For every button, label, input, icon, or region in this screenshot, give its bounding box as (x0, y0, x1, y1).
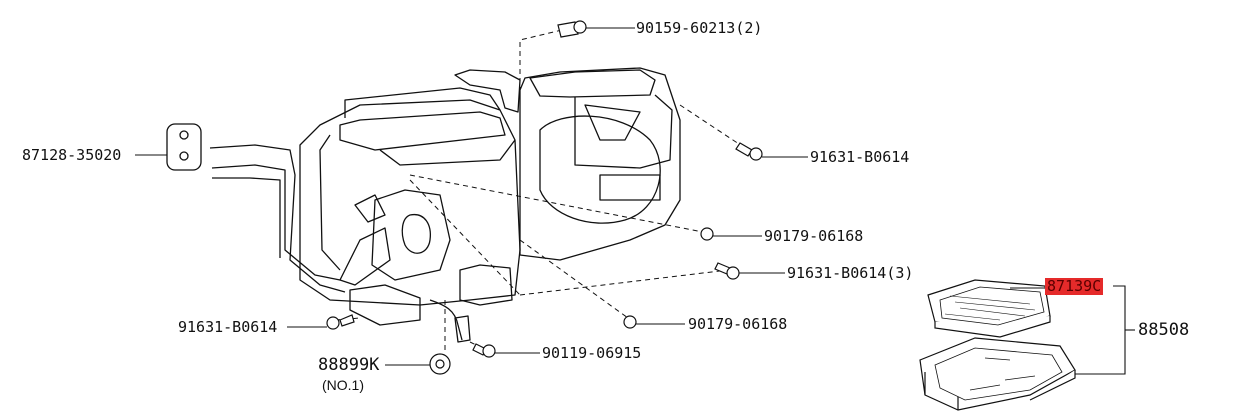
part-label-90179-b: 90179-06168 (688, 315, 788, 333)
part-label-91631-top: 91631-B0614 (810, 148, 910, 166)
part-label-90179-a: 90179-06168 (764, 227, 864, 245)
part-label-87128: 87128-35020 (22, 146, 122, 164)
part-label-87139c: 87139C (1045, 277, 1104, 295)
part-label-90119: 90119-06915 (542, 344, 642, 362)
part-label-90159: 90159-60213(2) (636, 19, 763, 37)
part-label-88899k-sub: (NO.1) (322, 377, 364, 393)
part-label-91631-three: 91631-B0614(3) (787, 264, 914, 282)
part-label-88508: 88508 (1138, 320, 1190, 340)
part-label-88899k: 88899K (318, 355, 380, 375)
part-label-91631-left: 91631-B0614 (178, 318, 278, 336)
